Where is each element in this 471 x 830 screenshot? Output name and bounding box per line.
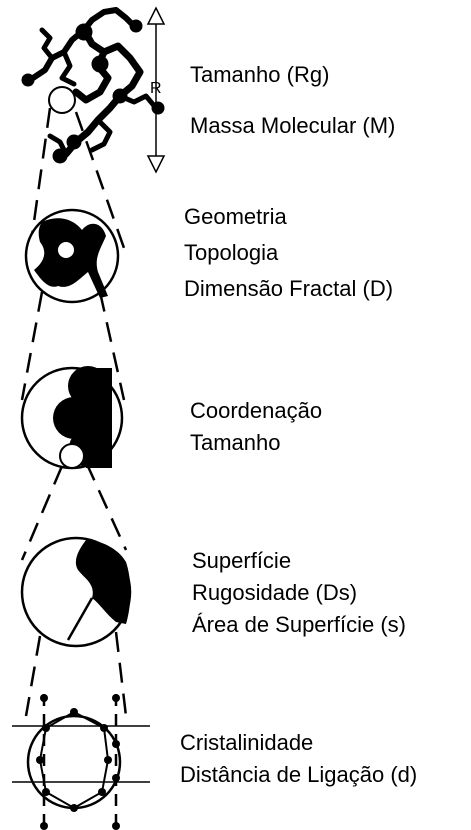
level-5-line-1: Cristalinidade — [180, 730, 314, 755]
topology-circle — [24, 208, 120, 304]
fractal-aggregate — [21, 7, 165, 164]
zoom-connector — [20, 461, 128, 561]
level-3-line-1: Coordenação — [190, 398, 323, 423]
particle-circle — [20, 366, 124, 470]
scale-arrow — [146, 6, 166, 174]
level-1-line-1: Tamanho (Rg) — [190, 62, 330, 87]
level-4-line-2: Rugosidade (Ds) — [192, 580, 358, 605]
level-2-line-1: Geometria — [184, 204, 287, 229]
level-5-line-2: Distância de Ligação (d) — [180, 762, 418, 787]
level-1-line-2: Massa Molecular (M) — [190, 113, 396, 138]
level-4-line-3: Área de Superfície (s) — [192, 612, 406, 637]
lattice-circle — [12, 694, 150, 830]
zoom-connector — [24, 631, 128, 717]
zoom-connector — [28, 107, 126, 251]
level-3-line-2: Tamanho — [190, 430, 281, 455]
surface-circle — [20, 536, 132, 648]
level-2-line-2: Topologia — [184, 240, 279, 265]
zoom-connector — [20, 291, 126, 401]
scale-label: R — [150, 80, 162, 97]
level-4-line-1: Superfície — [192, 548, 292, 573]
level-2-line-3: Dimensão Fractal (D) — [184, 276, 394, 301]
